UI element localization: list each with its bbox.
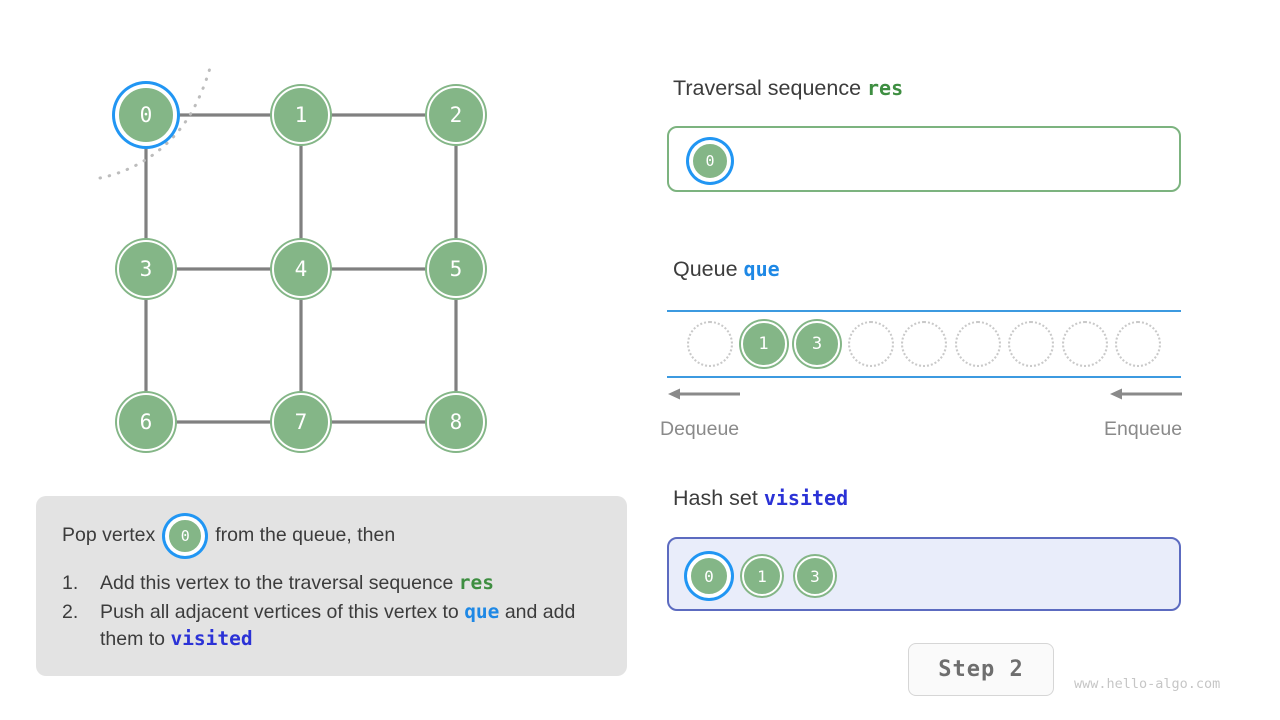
res-variable-name: res <box>867 76 904 100</box>
caption-inline-node-0: 0 <box>167 518 204 554</box>
caption-step-number: 2. <box>62 600 79 623</box>
caption-box: Pop vertex 0 from the queue, then 1. Add … <box>36 496 627 676</box>
caption-text-run: Add this vertex to the traversal sequenc… <box>100 572 459 594</box>
caption-code-token: que <box>464 599 500 623</box>
queue-slot-empty-4[interactable] <box>901 321 947 367</box>
queue-variable-name: que <box>743 257 780 281</box>
graph-vertex-3[interactable]: 3 <box>117 240 175 298</box>
visited-title-text: Hash set <box>673 486 758 510</box>
queue-slot-empty-7[interactable] <box>1061 321 1108 367</box>
queue-slot-filled-1[interactable]: 1 <box>740 321 787 367</box>
queue-slot-filled-3[interactable]: 3 <box>794 321 840 367</box>
queue-slot-empty-5[interactable] <box>954 321 1001 367</box>
caption-lead-post: from the queue, then <box>215 524 396 547</box>
queue-bottom-rule <box>667 376 1181 378</box>
enqueue-arrow-icon <box>1110 388 1182 400</box>
visited-variable-name: visited <box>763 486 849 510</box>
graph-vertex-5[interactable]: 5 <box>427 240 485 298</box>
visited-item-1[interactable]: 1 <box>742 556 782 596</box>
res-panel-title: Traversal sequence res <box>673 76 903 101</box>
caption-step-item: 1. Add this vertex to the traversal seque… <box>62 570 601 597</box>
caption-step-list: 1. Add this vertex to the traversal seque… <box>62 570 601 653</box>
visited-item-3[interactable]: 3 <box>795 556 835 596</box>
graph-vertex-0[interactable]: 0 <box>117 86 175 144</box>
graph-vertex-2[interactable]: 2 <box>427 86 485 144</box>
queue-top-rule <box>667 310 1181 312</box>
queue-slot-empty-0[interactable] <box>687 321 733 367</box>
graph-diagram: 0 1 2 3 4 5 6 7 8 <box>0 0 620 500</box>
watermark: www.hello-algo.com <box>1074 676 1221 692</box>
enqueue-label: Enqueue <box>1104 418 1183 440</box>
caption-step-item: 2. Push all adjacent vertices of this ver… <box>62 599 601 653</box>
caption-step-text: Push all adjacent vertices of this verte… <box>100 599 601 653</box>
caption-step-text: Add this vertex to the traversal sequenc… <box>100 570 494 597</box>
dequeue-label: Dequeue <box>660 418 740 440</box>
dequeue-arrow-icon <box>668 388 740 400</box>
queue-slot-empty-8[interactable] <box>1115 321 1161 367</box>
caption-lead-pre: Pop vertex <box>62 524 156 547</box>
caption-code-token: res <box>458 571 495 594</box>
caption-step-number: 1. <box>62 572 79 594</box>
res-item-0[interactable]: 0 <box>691 142 729 180</box>
queue-slot-empty-6[interactable] <box>1008 321 1054 367</box>
graph-vertex-7[interactable]: 7 <box>272 393 330 451</box>
graph-vertex-6[interactable]: 6 <box>117 393 175 451</box>
caption-lead-line: Pop vertex 0 from the queue, then <box>62 518 601 554</box>
visited-panel-title: Hash set visited <box>673 486 848 511</box>
res-title-text: Traversal sequence <box>673 76 862 100</box>
traversal-sequence-box: 0 <box>667 126 1181 192</box>
queue-slot-empty-3[interactable] <box>847 321 894 367</box>
caption-text-run: Push all adjacent vertices of this verte… <box>100 600 465 623</box>
queue-panel-title: Queue que <box>673 257 780 282</box>
graph-vertex-8[interactable]: 8 <box>427 393 485 451</box>
visited-item-0[interactable]: 0 <box>689 556 729 596</box>
graph-vertex-4[interactable]: 4 <box>272 240 330 298</box>
queue-title-text: Queue <box>673 257 738 281</box>
graph-vertex-1[interactable]: 1 <box>272 86 330 144</box>
caption-code-token: visited <box>170 626 253 650</box>
caption-text-run: and add them to <box>100 600 576 650</box>
step-badge: Step 2 <box>908 643 1054 696</box>
frontier-dotted-curve <box>98 66 212 180</box>
